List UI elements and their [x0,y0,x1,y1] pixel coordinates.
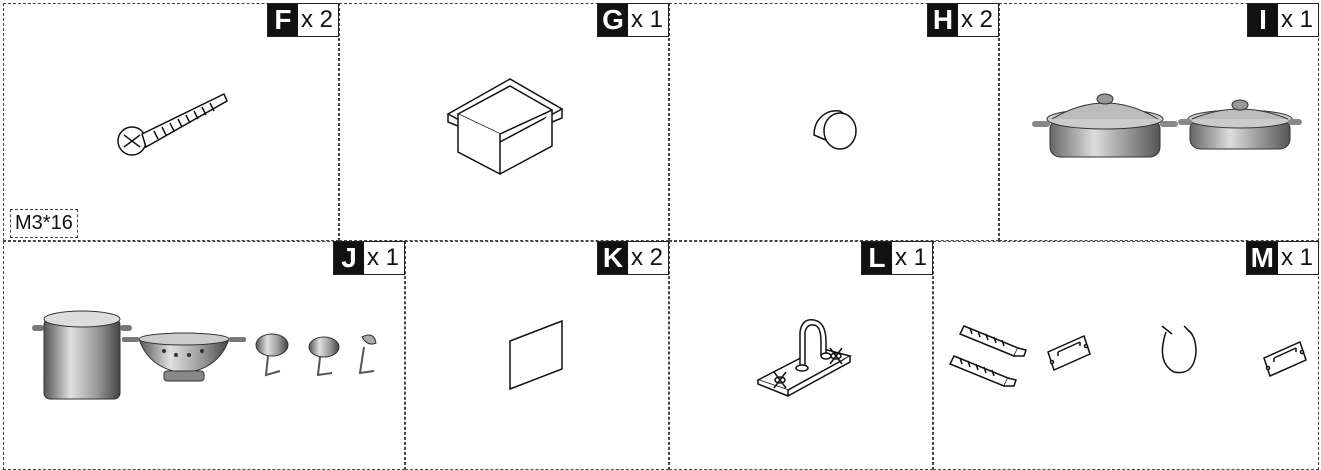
part-label: J x 1 [333,241,405,275]
part-quantity: x 1 [628,4,668,36]
part-label: I x 1 [1247,3,1319,37]
part-cell-f: F x 2 M3*16 [3,3,339,241]
saute-pans-image [1030,89,1310,179]
part-letter: F [268,4,298,36]
part-letter: I [1248,4,1278,36]
part-cell-m: M x 1 [933,241,1319,470]
part-cell-h: H x 2 [669,3,999,241]
part-label: G x 1 [597,3,669,37]
part-quantity: x 2 [958,4,998,36]
part-cell-j: J x 1 [3,241,405,470]
panel-drawing [506,317,566,392]
part-label: M x 1 [1246,241,1319,275]
part-quantity: x 2 [628,242,668,274]
knob-drawing [806,99,866,159]
part-quantity: x 1 [1278,4,1318,36]
part-cell-k: K x 2 [405,241,669,470]
part-cell-g: G x 1 [339,3,669,241]
part-letter: M [1247,242,1278,274]
part-letter: H [928,4,958,36]
part-cell-i: I x 1 [999,3,1319,241]
size-tag: M3*16 [10,209,78,238]
part-quantity: x 1 [1278,242,1318,274]
part-letter: G [598,4,628,36]
part-quantity: x 2 [298,4,338,36]
mounting-hardware-drawing [944,312,1314,402]
part-label: K x 2 [597,241,669,275]
part-label: L x 1 [861,241,933,275]
part-cell-l: L x 1 [669,241,933,470]
part-quantity: x 1 [892,242,932,274]
part-letter: K [598,242,628,274]
screw-drawing [104,79,244,169]
part-letter: J [334,242,364,274]
part-letter: L [862,242,892,274]
sink-basin-drawing [440,74,570,184]
part-quantity: x 1 [364,242,404,274]
part-label: H x 2 [927,3,999,37]
part-label: F x 2 [267,3,339,37]
cookware-set-image [24,307,394,407]
faucet-drawing [750,312,860,407]
